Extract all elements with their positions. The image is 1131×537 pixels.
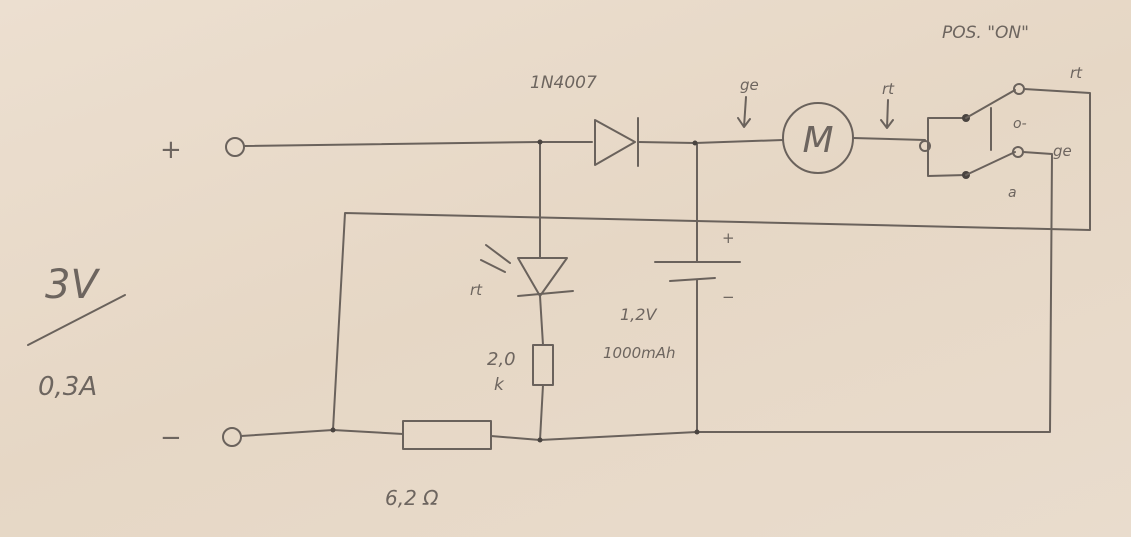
switch-pos-lower: a <box>1008 185 1017 201</box>
battery-capacity: 1000mAh <box>603 344 676 362</box>
battery-wire <box>654 142 741 433</box>
led-color-label: rt <box>470 281 483 299</box>
plus-label: + <box>160 135 182 165</box>
plus-terminal <box>225 137 245 157</box>
wire-to-motor <box>637 139 784 144</box>
led <box>480 244 574 297</box>
bottom-wire <box>240 429 404 437</box>
led-resistor-value: 2,0 <box>487 349 516 370</box>
switch-ge-label: ge <box>1053 142 1072 160</box>
switch-rt-label: rt <box>1070 64 1083 82</box>
minus-terminal <box>222 427 242 447</box>
fraction-line <box>27 294 126 346</box>
switch[interactable] <box>919 83 1025 179</box>
switch-pos-upper: o- <box>1013 116 1027 132</box>
wire-color-rt: rt <box>882 80 895 98</box>
led-resistor <box>532 344 554 386</box>
battery-minus: − <box>722 288 735 306</box>
minus-label: − <box>160 423 182 453</box>
battery-plus: + <box>722 229 735 247</box>
current-label: 0,3A <box>38 372 97 402</box>
led-resistor-wire <box>539 384 544 441</box>
rt-return-wire <box>332 88 1091 431</box>
svg-text:M: M <box>802 120 833 161</box>
series-resistor-value: 6,2 Ω <box>385 486 439 510</box>
bottom-wire-right <box>490 431 698 441</box>
arrow-icon <box>737 96 751 128</box>
ge-return-wire <box>696 151 1053 433</box>
battery-voltage: 1,2V <box>620 305 657 324</box>
arrow-icon <box>880 99 894 129</box>
led-wire <box>539 295 544 346</box>
diode-label: 1N4007 <box>530 73 597 93</box>
series-resistor <box>402 420 492 450</box>
wire-color-ge: ge <box>740 76 759 94</box>
battery <box>669 277 716 282</box>
switch-title: POS. "ON" <box>942 23 1029 43</box>
voltage-label: 3V <box>45 262 100 308</box>
wire-to-switch <box>852 137 926 141</box>
motor: M <box>782 102 854 174</box>
diode-1n4007 <box>594 117 639 167</box>
led-resistor-unit: k <box>494 375 505 395</box>
